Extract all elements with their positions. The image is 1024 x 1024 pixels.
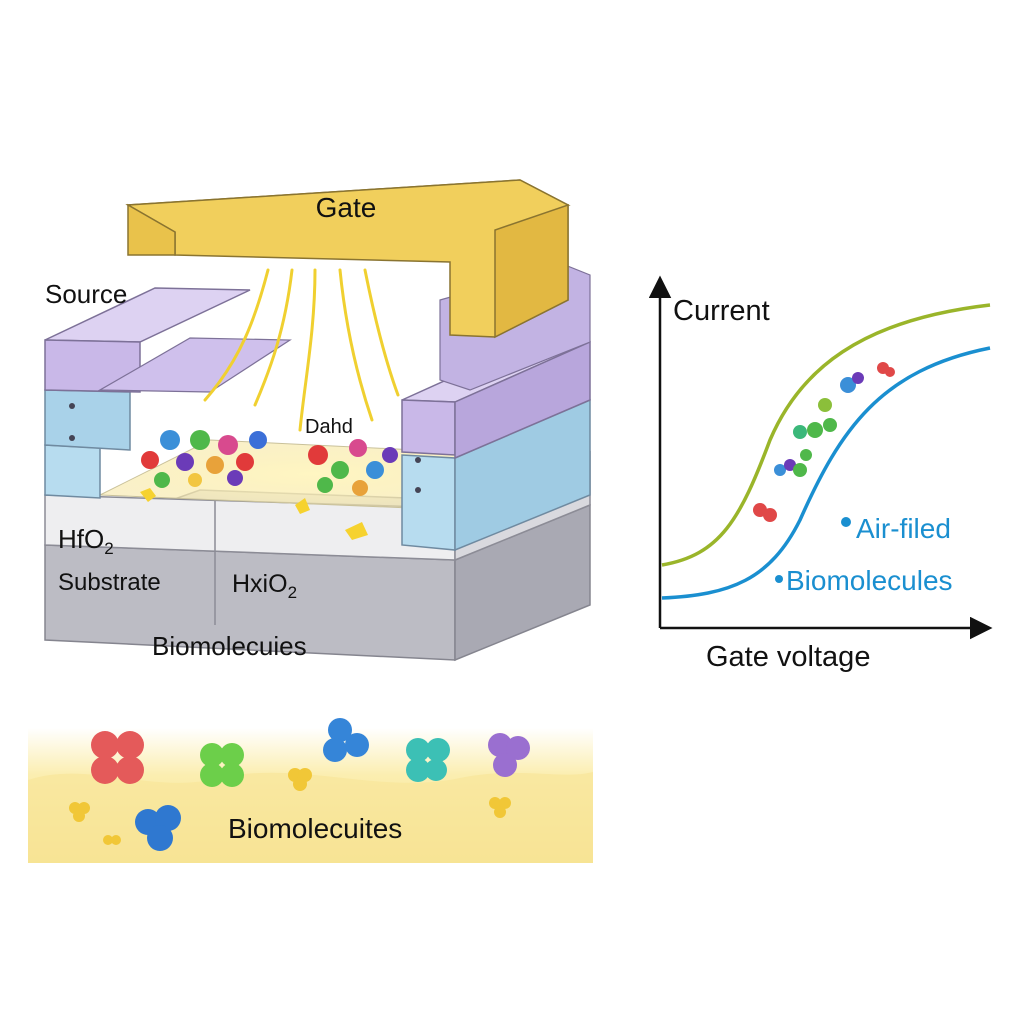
y-axis-label: Current — [673, 295, 770, 327]
screw-dot — [69, 403, 75, 409]
drain-label: Dahd — [305, 416, 353, 438]
legend-marker-biomolecules — [775, 575, 783, 583]
biomolecules-device-label: Biomolecuies — [152, 631, 307, 661]
source-label: Source — [45, 279, 127, 309]
biomolecule-cluster-right — [308, 439, 398, 496]
molecule-purple — [488, 733, 530, 777]
graph-biomolecules — [753, 362, 895, 522]
molecule-blue — [323, 718, 369, 762]
right-blue-layer-front — [401, 454, 456, 551]
source-electrode-front — [44, 339, 141, 393]
spark-markers — [140, 488, 368, 540]
molecule-red — [91, 731, 144, 784]
source-electrode-ramp — [97, 337, 292, 393]
gate-label: Gate — [316, 192, 377, 223]
gate-front-panel — [127, 203, 176, 256]
lower-curve — [661, 346, 991, 600]
screw-dot — [415, 457, 421, 463]
left-blue-layer-upper — [44, 389, 131, 451]
hfo2-label: HfO2 — [58, 524, 114, 558]
channel-oxide-label: HxiO2 — [232, 570, 297, 602]
sample-panel-label: Biomolecuites — [228, 813, 402, 844]
screw-dot — [415, 487, 421, 493]
legend: Air-filed Biomolecules — [775, 513, 953, 596]
molecule-teal — [406, 738, 450, 782]
molecule-blue-lower — [135, 805, 181, 851]
legend-marker-air — [841, 517, 851, 527]
screw-dot — [69, 435, 75, 441]
molecule-green — [200, 743, 244, 787]
legend-label-biomolecules: Biomolecules — [786, 565, 953, 596]
x-axis-label: Gate voltage — [706, 641, 870, 673]
field-lines — [203, 268, 400, 432]
biomolecule-sample-panel: Biomolecuites — [28, 718, 593, 863]
upper-curve — [661, 303, 991, 567]
left-blue-layer-lower — [44, 444, 101, 499]
iv-graph: Current Gate voltage Air-filed Biomolecu… — [648, 275, 993, 673]
gate-electrode — [125, 179, 571, 339]
legend-label-air: Air-filed — [856, 513, 951, 544]
drain-electrode-front — [401, 399, 456, 456]
substrate-label: Substrate — [58, 569, 161, 596]
molecule-yellow-small — [69, 768, 511, 845]
drain-electrode-side — [454, 340, 591, 460]
biomolecule-cluster-left — [141, 430, 267, 488]
gate-right-face — [494, 203, 569, 339]
device-stack: Gate Source Dahd HfO2 Substrate HxiO2 Bi… — [44, 179, 591, 662]
